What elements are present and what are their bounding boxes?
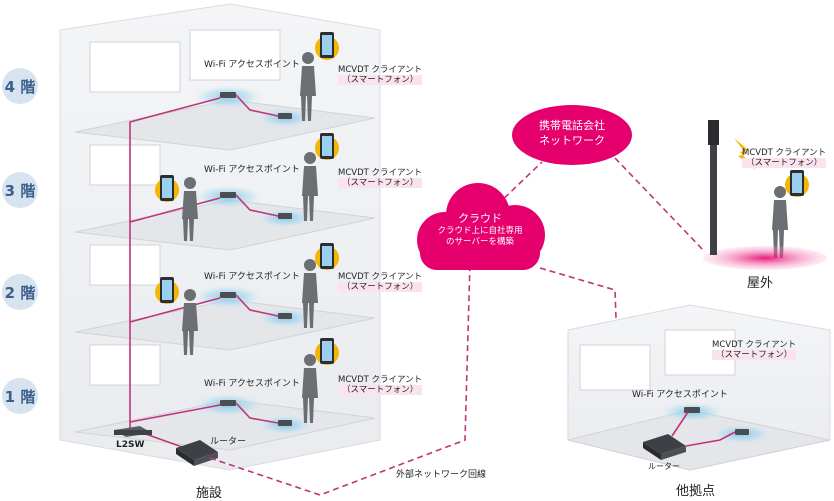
cloud <box>417 183 545 270</box>
carrier-network <box>512 105 632 165</box>
wifi-ap-label-other-site: Wi-Fi アクセスポイント <box>632 390 728 400</box>
router-label-other-site: ルーター <box>648 462 680 471</box>
floor-badge-2: 2 階 <box>2 274 38 310</box>
wifi-ap-label-2f: Wi-Fi アクセスポイント <box>204 272 300 282</box>
building-wiring <box>129 94 279 449</box>
client-label-other-site: MCVDT クライアント（スマートフォン） <box>712 340 797 360</box>
client-label-4f: MCVDT クライアント（スマートフォン） <box>338 65 423 85</box>
client-label-2f: MCVDT クライアント（スマートフォン） <box>338 272 423 292</box>
other-site-room <box>567 304 831 471</box>
facility-caption: 施設 <box>196 486 223 501</box>
floor-badge-4: 4 階 <box>2 68 38 104</box>
wifi-ap-label-3f: Wi-Fi アクセスポイント <box>204 165 300 175</box>
outdoor-area <box>703 120 827 270</box>
wifi-ap-label-1f: Wi-Fi アクセスポイント <box>204 379 300 389</box>
router-label: ルーター <box>210 437 247 447</box>
other-site-caption: 他拠点 <box>676 484 716 499</box>
access-points <box>220 92 292 426</box>
cloud-label: クラウド クラウド上に自社専用 のサーバーを構築 <box>437 212 523 247</box>
wifi-ap-label-4f: Wi-Fi アクセスポイント <box>204 60 300 70</box>
l2sw-label: L2SW <box>116 440 145 450</box>
outdoor-caption: 屋外 <box>747 276 774 291</box>
l2sw-device <box>114 426 152 437</box>
external-line-label: 外部ネットワーク回線 <box>396 470 487 480</box>
building-windows <box>89 29 281 386</box>
floor-badge-3: 3 階 <box>2 172 38 208</box>
client-label-outdoor: MCVDT クライアント（スマートフォン） <box>742 148 827 168</box>
client-label-3f: MCVDT クライアント（スマートフォン） <box>338 168 423 188</box>
router-device <box>176 440 218 466</box>
client-label-1f: MCVDT クライアント（スマートフォン） <box>338 375 423 395</box>
floor-badge-1: 1 階 <box>2 378 38 414</box>
carrier-network-label: 携帯電話会社ネットワーク <box>539 119 605 147</box>
